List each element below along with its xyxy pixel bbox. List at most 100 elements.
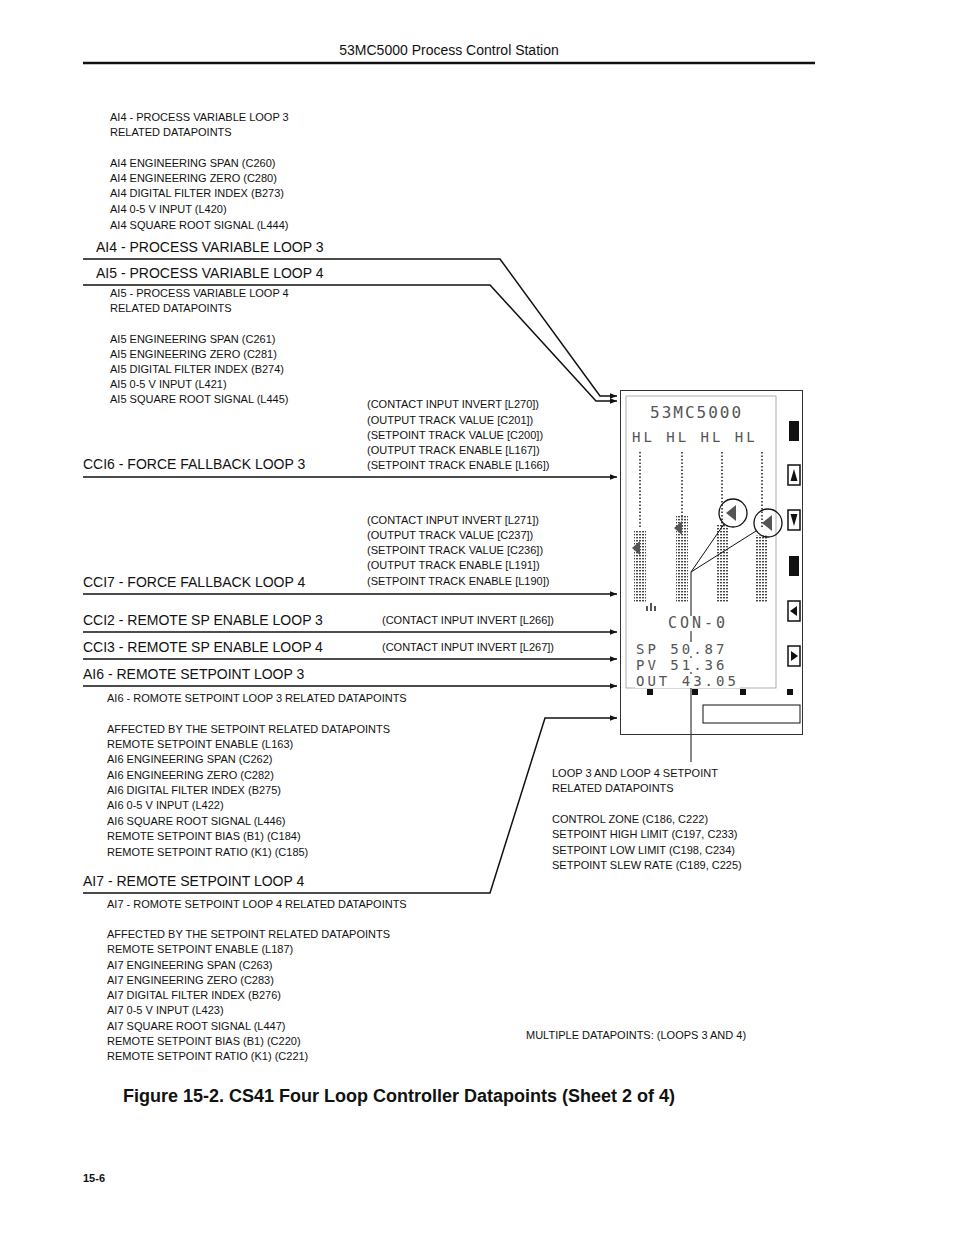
indicator: [740, 689, 746, 695]
datapoint-label: SETPOINT SLEW RATE (C189, C225): [552, 860, 742, 871]
figure-caption: Figure 15-2. CS41 Four Loop Controller D…: [123, 1087, 675, 1105]
signal-line: [83, 718, 617, 893]
signal-line: [83, 285, 617, 401]
tick: [650, 603, 652, 611]
button-arrow: [791, 651, 798, 661]
datapoint-label: AI4 - PROCESS VARIABLE LOOP 3: [110, 112, 289, 123]
datapoint-label: REMOTE SETPOINT RATIO (K1) (C185): [107, 847, 308, 858]
datapoint-label: AI4 ENGINEERING SPAN (C260): [110, 158, 275, 169]
datapoint-label: RELATED DATAPOINTS: [110, 303, 232, 314]
datapoint-label: (CONTACT INPUT INVERT [L267]): [382, 642, 554, 653]
datapoint-label: AI7 ENGINEERING ZERO (C283): [107, 975, 274, 986]
signal-name: CCI6 - FORCE FALLBACK LOOP 3: [83, 457, 305, 471]
signal-name: AI6 - REMOTE SETPOINT LOOP 3: [83, 667, 304, 681]
datapoint-label: AFFECTED BY THE SETPOINT RELATED DATAPOI…: [107, 724, 390, 735]
button-arrow: [791, 469, 798, 481]
datapoint-label: AI6 DIGITAL FILTER INDEX (B275): [107, 785, 281, 796]
tick: [646, 606, 648, 611]
indicator: [647, 689, 653, 695]
datapoint-label: AI7 ENGINEERING SPAN (C263): [107, 960, 272, 971]
highlight-circle: [754, 509, 782, 537]
datapoint-label: AI7 DIGITAL FILTER INDEX (B276): [107, 990, 281, 1001]
leader-line: [691, 531, 756, 572]
datapoint-label: (OUTPUT TRACK ENABLE [L191]): [367, 560, 540, 571]
signal-line: [83, 476, 617, 478]
datapoint-label: AI6 ENGINEERING ZERO (C282): [107, 770, 274, 781]
button-arrow: [791, 514, 798, 526]
datapoint-label: AI4 0-5 V INPUT (L420): [110, 204, 227, 215]
signal-name: AI4 - PROCESS VARIABLE LOOP 3: [96, 240, 323, 254]
display-text: 53MC5000: [649, 405, 744, 421]
datapoint-label: AI7 0-5 V INPUT (L423): [107, 1005, 224, 1016]
datapoint-label: REMOTE SETPOINT RATIO (K1) (C221): [107, 1051, 308, 1062]
datapoint-label: (SETPOINT TRACK ENABLE [L166]): [367, 460, 549, 471]
signal-line: [83, 658, 617, 660]
signal-line: [83, 631, 617, 633]
bar-track: [761, 452, 763, 528]
button: [788, 646, 800, 666]
signal-line: [83, 685, 617, 687]
datapoint-label: REMOTE SETPOINT ENABLE (L187): [107, 944, 293, 955]
datapoint-label: AI5 SQUARE ROOT SIGNAL (L445): [110, 394, 289, 405]
controller-faceplate: 53MC5000 HL HL HL HL CON-0 SP 50.87 PV 51.36…: [620, 390, 803, 735]
button: [788, 465, 800, 485]
datapoint-label: RELATED DATAPOINTS: [552, 783, 674, 794]
datapoint-label: (SETPOINT TRACK ENABLE [L190]): [367, 576, 549, 587]
datapoint-label: AI6 0-5 V INPUT (L422): [107, 800, 224, 811]
datapoint-label: REMOTE SETPOINT BIAS (B1) (C220): [107, 1036, 301, 1047]
bar-fill: [634, 530, 646, 602]
lcd-frame: [626, 396, 776, 688]
display-text: SP 50.87: [635, 642, 728, 656]
datapoint-label: (CONTACT INPUT INVERT [L270]): [367, 399, 539, 410]
datapoint-label: AI5 - PROCESS VARIABLE LOOP 4: [110, 288, 289, 299]
signal-line: [83, 259, 617, 396]
bar-track: [639, 452, 641, 528]
bar-fill: [716, 525, 728, 602]
datapoint-label: (OUTPUT TRACK VALUE [C237]): [367, 530, 533, 541]
bar-track: [721, 452, 723, 528]
datapoint-label: AFFECTED BY THE SETPOINT RELATED DATAPOI…: [107, 929, 390, 940]
button: [789, 421, 799, 441]
setpoint-pointer: [762, 515, 772, 531]
button-arrow: [790, 606, 797, 616]
datapoint-label: LOOP 3 AND LOOP 4 SETPOINT: [552, 768, 718, 779]
button: [788, 510, 800, 530]
setpoint-pointer: [632, 541, 640, 555]
datapoint-label: AI7 - ROMOTE SETPOINT LOOP 4 RELATED DAT…: [107, 899, 407, 910]
datapoint-label: AI6 - ROMOTE SETPOINT LOOP 3 RELATED DAT…: [107, 693, 407, 704]
button: [789, 556, 799, 576]
setpoint-pointer: [674, 521, 682, 535]
datapoint-label: CONTROL ZONE (C186, C222): [552, 814, 708, 825]
bar-graphs: [632, 452, 772, 611]
highlight-circle: [719, 499, 747, 527]
signal-lines: [83, 259, 617, 893]
bar-fill: [756, 535, 768, 602]
setpoint-pointer: [726, 505, 736, 521]
tag-slot: [703, 705, 800, 723]
datapoint-label: REMOTE SETPOINT ENABLE (L163): [107, 739, 293, 750]
datapoint-label: AI4 SQUARE ROOT SIGNAL (L444): [110, 220, 289, 231]
datapoint-label: MULTIPLE DATAPOINTS: (LOOPS 3 AND 4): [526, 1030, 746, 1041]
datapoint-label: (SETPOINT TRACK VALUE [C200]): [367, 430, 543, 441]
page-number: 15-6: [83, 1173, 105, 1184]
display-text: CON-0: [667, 616, 729, 631]
datapoint-label: AI5 DIGITAL FILTER INDEX (B274): [110, 364, 284, 375]
signal-name: AI5 - PROCESS VARIABLE LOOP 4: [96, 266, 323, 280]
header-rule: [83, 62, 815, 65]
indicator: [787, 689, 793, 695]
datapoint-label: AI7 SQUARE ROOT SIGNAL (L447): [107, 1021, 286, 1032]
display-text: HL HL HL HL: [631, 430, 759, 444]
datapoint-label: AI5 ENGINEERING SPAN (C261): [110, 334, 275, 345]
page-header: 53MC5000 Process Control Station: [339, 43, 558, 57]
datapoint-label: RELATED DATAPOINTS: [110, 127, 232, 138]
display-text: PV 51.36: [635, 658, 728, 672]
signal-name: CCI3 - REMOTE SP ENABLE LOOP 4: [83, 640, 323, 654]
datapoint-label: AI6 ENGINEERING SPAN (C262): [107, 754, 272, 765]
datapoint-label: (CONTACT INPUT INVERT [L266]): [382, 615, 554, 626]
indicator: [692, 689, 698, 695]
signal-name: CCI2 - REMOTE SP ENABLE LOOP 3: [83, 613, 323, 627]
button: [788, 601, 800, 621]
datapoint-label: AI6 SQUARE ROOT SIGNAL (L446): [107, 816, 286, 827]
datapoint-label: (OUTPUT TRACK VALUE [C201]): [367, 415, 533, 426]
datapoint-label: (CONTACT INPUT INVERT [L271]): [367, 515, 539, 526]
